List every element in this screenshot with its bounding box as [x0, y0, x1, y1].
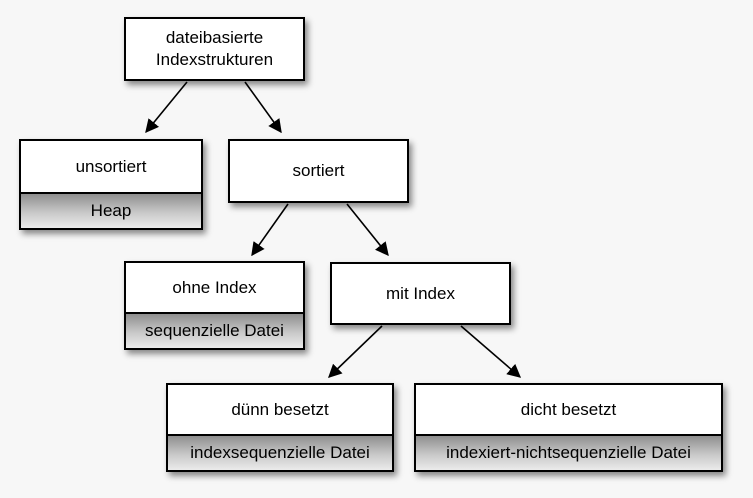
node-sparse-sublabel: indexsequenzielle Datei — [168, 434, 392, 470]
node-no-index-label: ohne Index — [172, 277, 257, 297]
node-root-label-line1: dateibasierte — [165, 28, 264, 47]
node-dense-sublabel: indexiert-nichtsequenzielle Datei — [416, 434, 721, 470]
node-root-label-line2: Indexstrukturen — [155, 50, 274, 69]
node-with-index: mit Index — [330, 262, 511, 325]
node-sorted-label: sortiert — [292, 161, 345, 180]
node-unsorted-label: unsortiert — [75, 156, 147, 176]
edge-root-unsorted-arrow — [145, 81, 188, 134]
node-no-index-sublabel: sequenzielle Datei — [126, 312, 303, 348]
node-unsorted: unsortiert Heap — [19, 139, 203, 230]
node-no-index: ohne Index sequenzielle Datei — [124, 261, 305, 350]
edge-sorted-no-index-arrow — [251, 203, 289, 257]
node-sparse-label: dünn besetzt — [231, 399, 329, 419]
edge-with-index-sparse-arrow — [328, 325, 383, 378]
node-sparse: dünn besetzt indexsequenzielle Datei — [166, 383, 394, 472]
edge-root-sorted-arrow — [244, 81, 282, 134]
node-with-index-label: mit Index — [386, 283, 455, 303]
node-dense-label: dicht besetzt — [520, 399, 617, 419]
node-root-label: dateibasierte Indexstrukturen — [126, 19, 303, 79]
node-root: dateibasierte Indexstrukturen — [124, 17, 305, 81]
edge-sorted-with-index-arrow — [346, 203, 389, 257]
node-sorted: sortiert — [228, 139, 409, 203]
edge-with-index-dense-arrow — [460, 325, 522, 378]
node-unsorted-sublabel: Heap — [21, 192, 201, 228]
node-dense: dicht besetzt indexiert-nichtsequenziell… — [414, 383, 723, 472]
